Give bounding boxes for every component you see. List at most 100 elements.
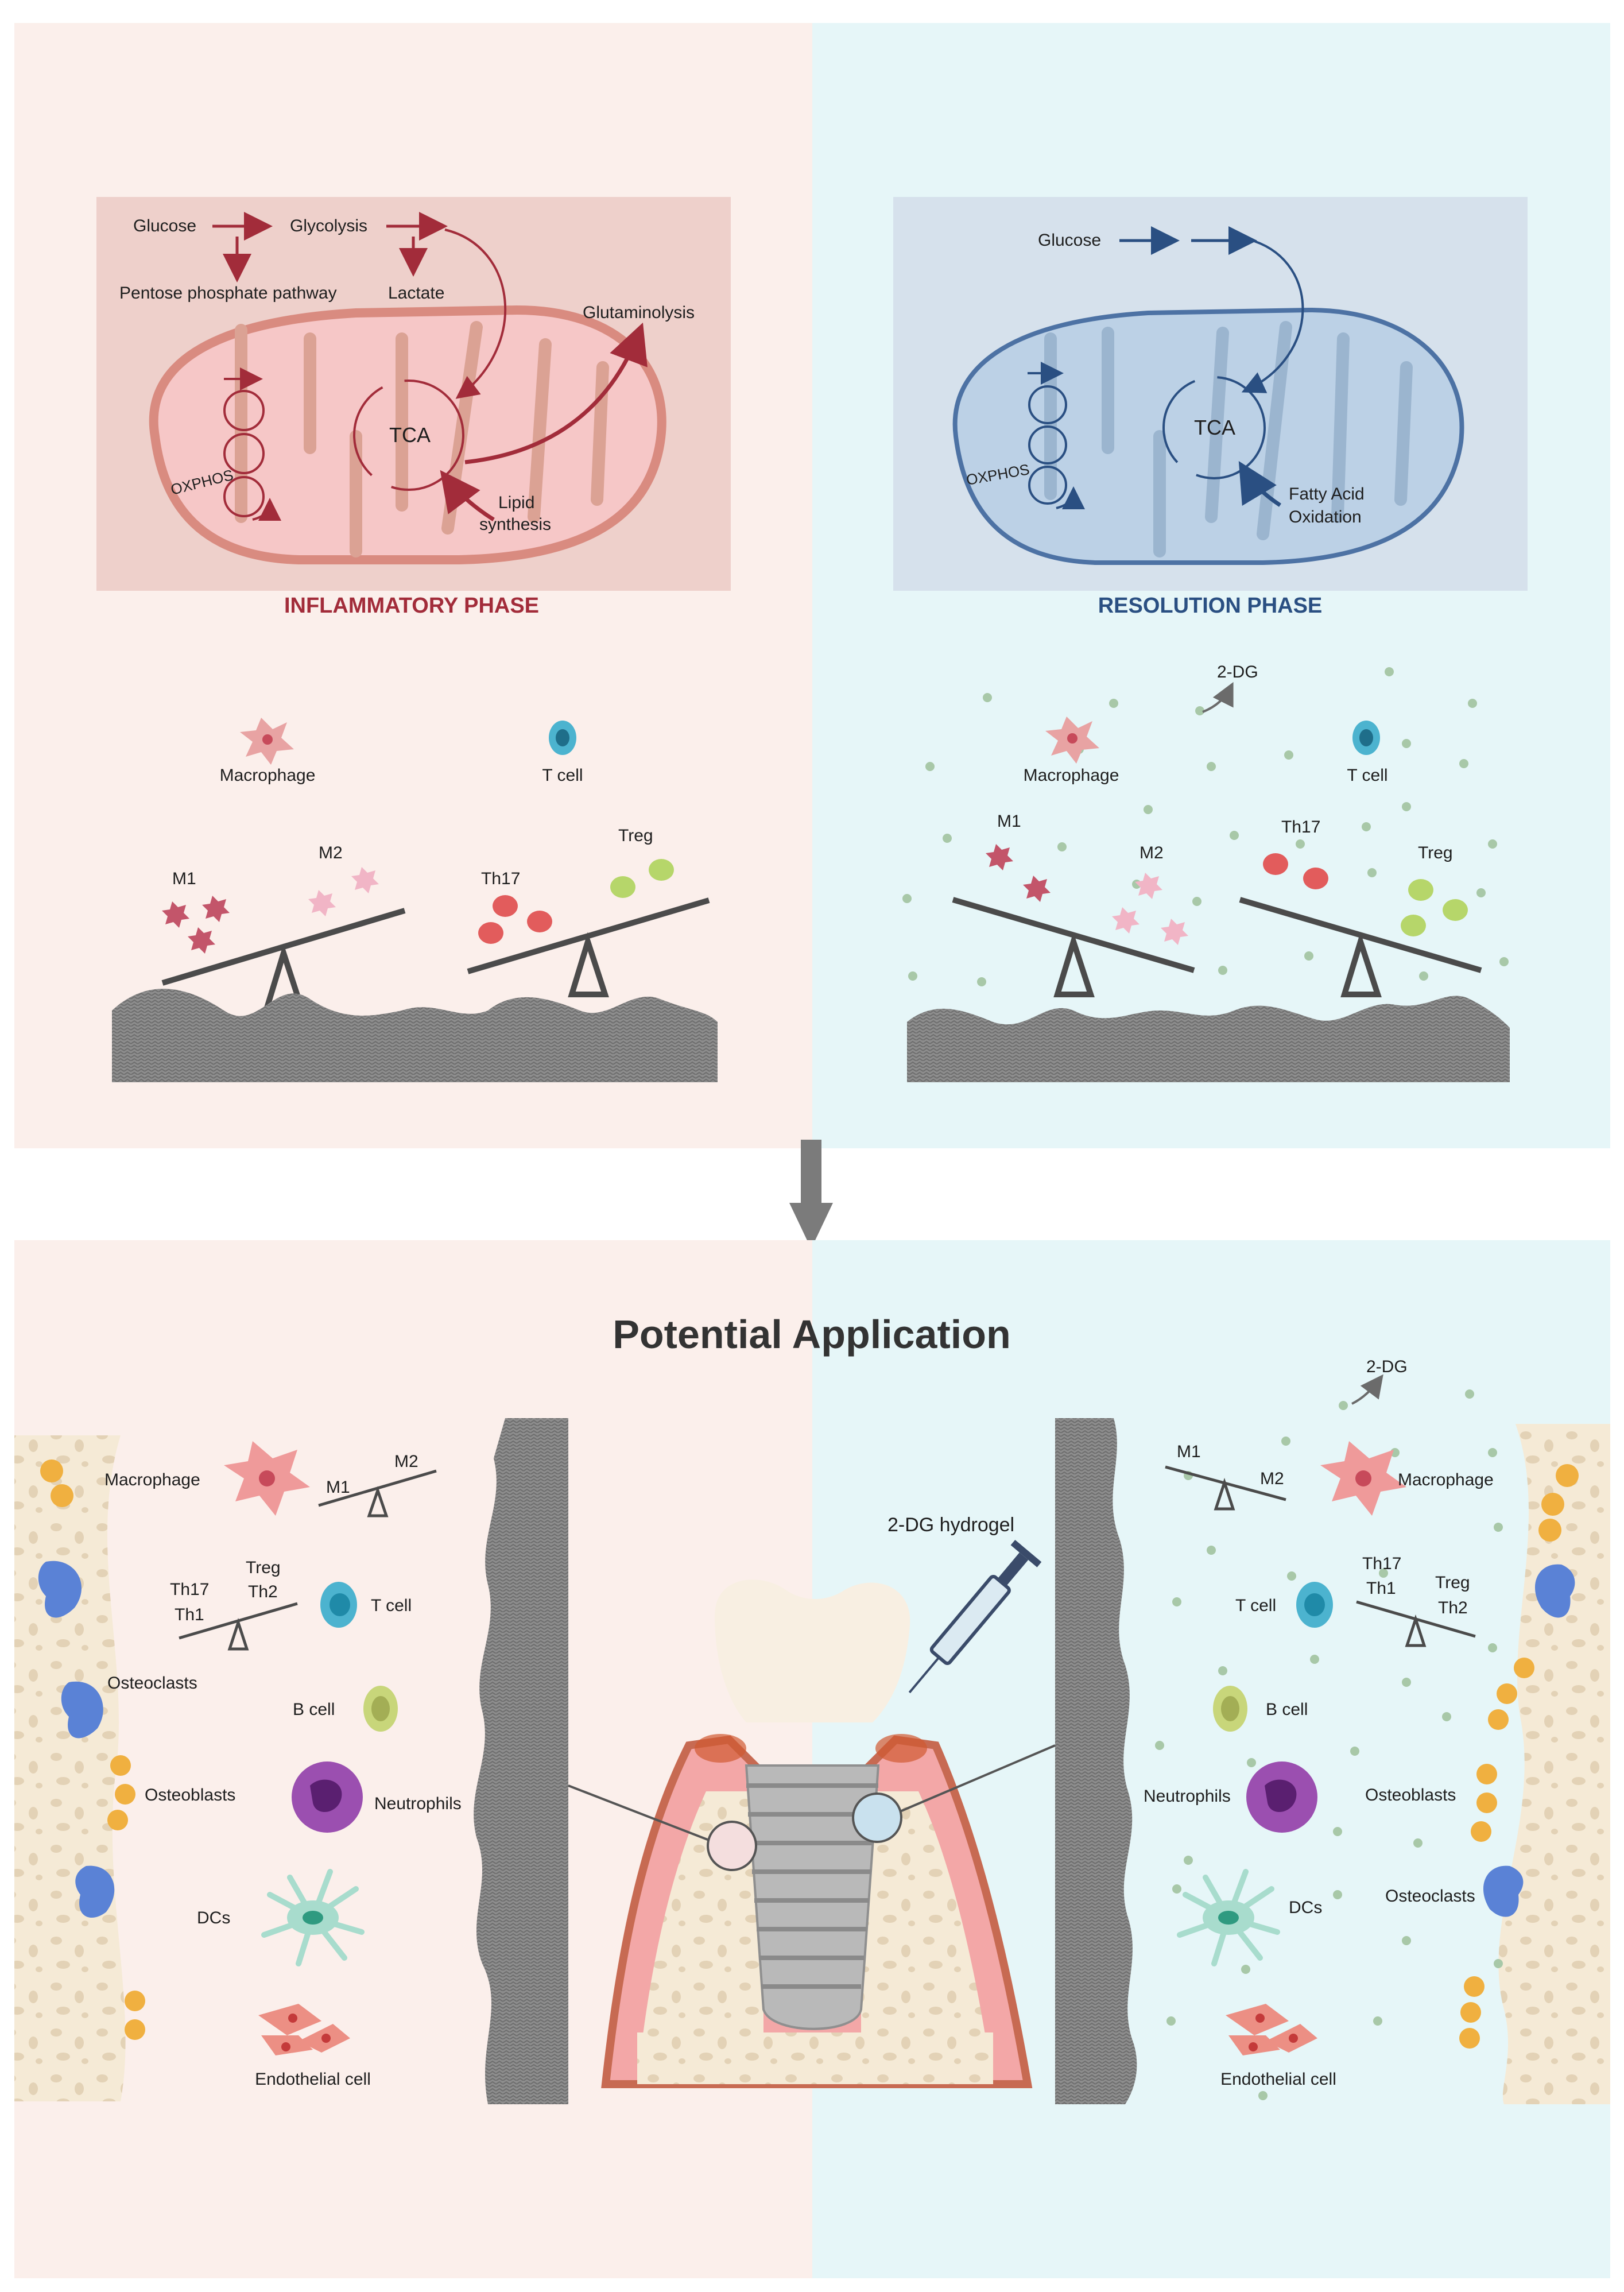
- t-cell-label-app-right: T cell: [1235, 1596, 1276, 1615]
- tca-label-resolution: TCA: [1194, 416, 1235, 439]
- th17-label-app-left: Th17: [170, 1580, 209, 1599]
- m2-label-app-left: M2: [394, 1452, 418, 1471]
- dc-icon-app-right: [1177, 1869, 1280, 1966]
- transition-arrow-down: [789, 1140, 833, 1249]
- lipid-to-tca-arrow: [440, 470, 495, 521]
- lipid-label-1: Lipid: [498, 493, 534, 512]
- drug-arrow-top: [1202, 682, 1234, 713]
- macrophage-seesaw-app-right: [1165, 1465, 1286, 1511]
- glycolysis-to-tca-arrow-resolution: [1241, 240, 1304, 393]
- implant-threads: [746, 1783, 878, 1989]
- dcs-label-app-left: DCs: [197, 1908, 230, 1927]
- b-cell-label-app-right: B cell: [1266, 1700, 1308, 1719]
- neutrophils-label-app-right: Neutrophils: [1144, 1787, 1231, 1806]
- b-cell-icon-app-left: [363, 1686, 398, 1732]
- bone-left: [14, 1435, 126, 2101]
- macrophage-label-app-left: Macrophage: [104, 1470, 200, 1489]
- drug-label-top: 2-DG: [1217, 663, 1258, 682]
- t-cell-icon-app-left: [320, 1582, 357, 1628]
- macrophage-label-resolution: Macrophage: [1024, 766, 1119, 785]
- th1-label-app-left: Th1: [175, 1605, 204, 1624]
- glycolysis-to-tca-arrow: [444, 229, 507, 399]
- bone-right: [1498, 1424, 1610, 2104]
- osteoclast-cells-left: [38, 1561, 115, 1918]
- endothelial-icon-app-right: [1226, 2004, 1317, 2055]
- m2-label: M2: [319, 843, 343, 862]
- pentose-label: Pentose phosphate pathway: [119, 284, 337, 303]
- osteoblasts-label-app-left: Osteoblasts: [145, 1786, 235, 1805]
- m1-macrophage-cells: [162, 896, 230, 954]
- osteoclast-cells-right: [1483, 1564, 1575, 1917]
- macrophage-icon-app-right: [1320, 1441, 1406, 1516]
- m1-cells-resolution: [986, 844, 1051, 902]
- th17-label-app-right: Th17: [1362, 1554, 1401, 1573]
- endothelial-label-app-left: Endothelial cell: [255, 2070, 371, 2089]
- fao-label-1: Fatty Acid: [1289, 485, 1365, 504]
- inflamed-gum-left: [695, 1734, 746, 1763]
- oxphos-cycles-inflammatory: [223, 367, 281, 521]
- macrophage-label: Macrophage: [220, 766, 316, 785]
- macrophage-icon-app-left: [224, 1441, 310, 1516]
- endothelial-label-app-right: Endothelial cell: [1220, 2070, 1336, 2089]
- t-cell-seesaw-resolution: [1239, 897, 1482, 997]
- neutrophil-icon-app-left: [292, 1761, 363, 1833]
- glutaminolysis-label: Glutaminolysis: [583, 303, 695, 322]
- drug-arrow-bottom: [1351, 1374, 1383, 1405]
- th17-cells: [478, 895, 552, 944]
- m1-label: M1: [172, 869, 196, 888]
- b-cell-icon-app-right: [1213, 1686, 1247, 1732]
- tca-cycle-resolution: [1162, 376, 1266, 479]
- resolution-phase-title: RESOLUTION PHASE: [1098, 594, 1323, 618]
- neutrophils-label-app-left: Neutrophils: [374, 1794, 462, 1813]
- treg-cells: [610, 859, 674, 898]
- treg-label-app-left: Treg: [246, 1558, 281, 1577]
- m2-macrophage-cells: [308, 867, 379, 916]
- t-cell-label-resolution: T cell: [1347, 766, 1387, 785]
- m1-label-resolution: M1: [997, 812, 1021, 831]
- macrophage-icon: [240, 718, 294, 765]
- osteoblast-cells-right: [1459, 1464, 1579, 2049]
- oxphos-cycles-resolution: [1028, 362, 1085, 510]
- glucose-label: Glucose: [133, 216, 196, 235]
- osteoblasts-label-app-right: Osteoblasts: [1365, 1786, 1456, 1805]
- application-title: Potential Application: [613, 1312, 1011, 1357]
- treg-label: Treg: [618, 826, 653, 845]
- m1-label-app-right: M1: [1177, 1442, 1201, 1461]
- drug-label-bottom: 2-DG: [1366, 1357, 1408, 1376]
- fao-label-2: Oxidation: [1289, 508, 1362, 526]
- dc-icon-app-left: [261, 1869, 365, 1966]
- dcs-label-app-right: DCs: [1289, 1898, 1322, 1917]
- implant-screw: [745, 1764, 880, 2030]
- gingival-tissue-inflammatory: [112, 989, 718, 1082]
- m1-label-app-left: M1: [326, 1478, 350, 1497]
- inflamed-gum-right: [875, 1734, 927, 1763]
- gingiva-strip-left: [474, 1418, 568, 2104]
- zoom-circle-left: [707, 1821, 757, 1871]
- t-cell-icon-resolution: [1352, 721, 1380, 755]
- th1-label-app-right: Th1: [1366, 1579, 1396, 1598]
- hydrogel-label: 2-DG hydrogel: [887, 1514, 1014, 1536]
- glucose-label-resolution: Glucose: [1038, 231, 1101, 250]
- tca-label: TCA: [389, 423, 431, 447]
- fao-to-tca-arrow: [1238, 460, 1281, 507]
- crown: [715, 1579, 910, 1722]
- th2-label-app-right: Th2: [1438, 1598, 1468, 1617]
- m2-label-resolution: M2: [1139, 843, 1164, 862]
- treg-label-app-right: Treg: [1435, 1573, 1470, 1592]
- t-cell-seesaw: [467, 897, 710, 997]
- gingiva-strip-right: [1055, 1418, 1137, 2104]
- inflammatory-phase-title: INFLAMMATORY PHASE: [284, 594, 539, 618]
- osteoclasts-label-app-left: Osteoclasts: [107, 1674, 197, 1693]
- syringe-icon: [908, 1539, 1042, 1694]
- implant-diagram: [568, 1579, 1056, 2088]
- t-cell-icon: [549, 721, 576, 755]
- t-cell-label-app-left: T cell: [371, 1596, 412, 1615]
- tca-cycle-inflammatory: [353, 380, 464, 491]
- macrophage-icon-resolution: [1045, 717, 1099, 764]
- th2-label-app-left: Th2: [248, 1582, 278, 1601]
- t-cell-icon-app-right: [1296, 1582, 1333, 1628]
- zoom-line-right: [900, 1744, 1056, 1813]
- neutrophil-icon-app-right: [1246, 1761, 1317, 1833]
- treg-cells-resolution: [1401, 879, 1468, 936]
